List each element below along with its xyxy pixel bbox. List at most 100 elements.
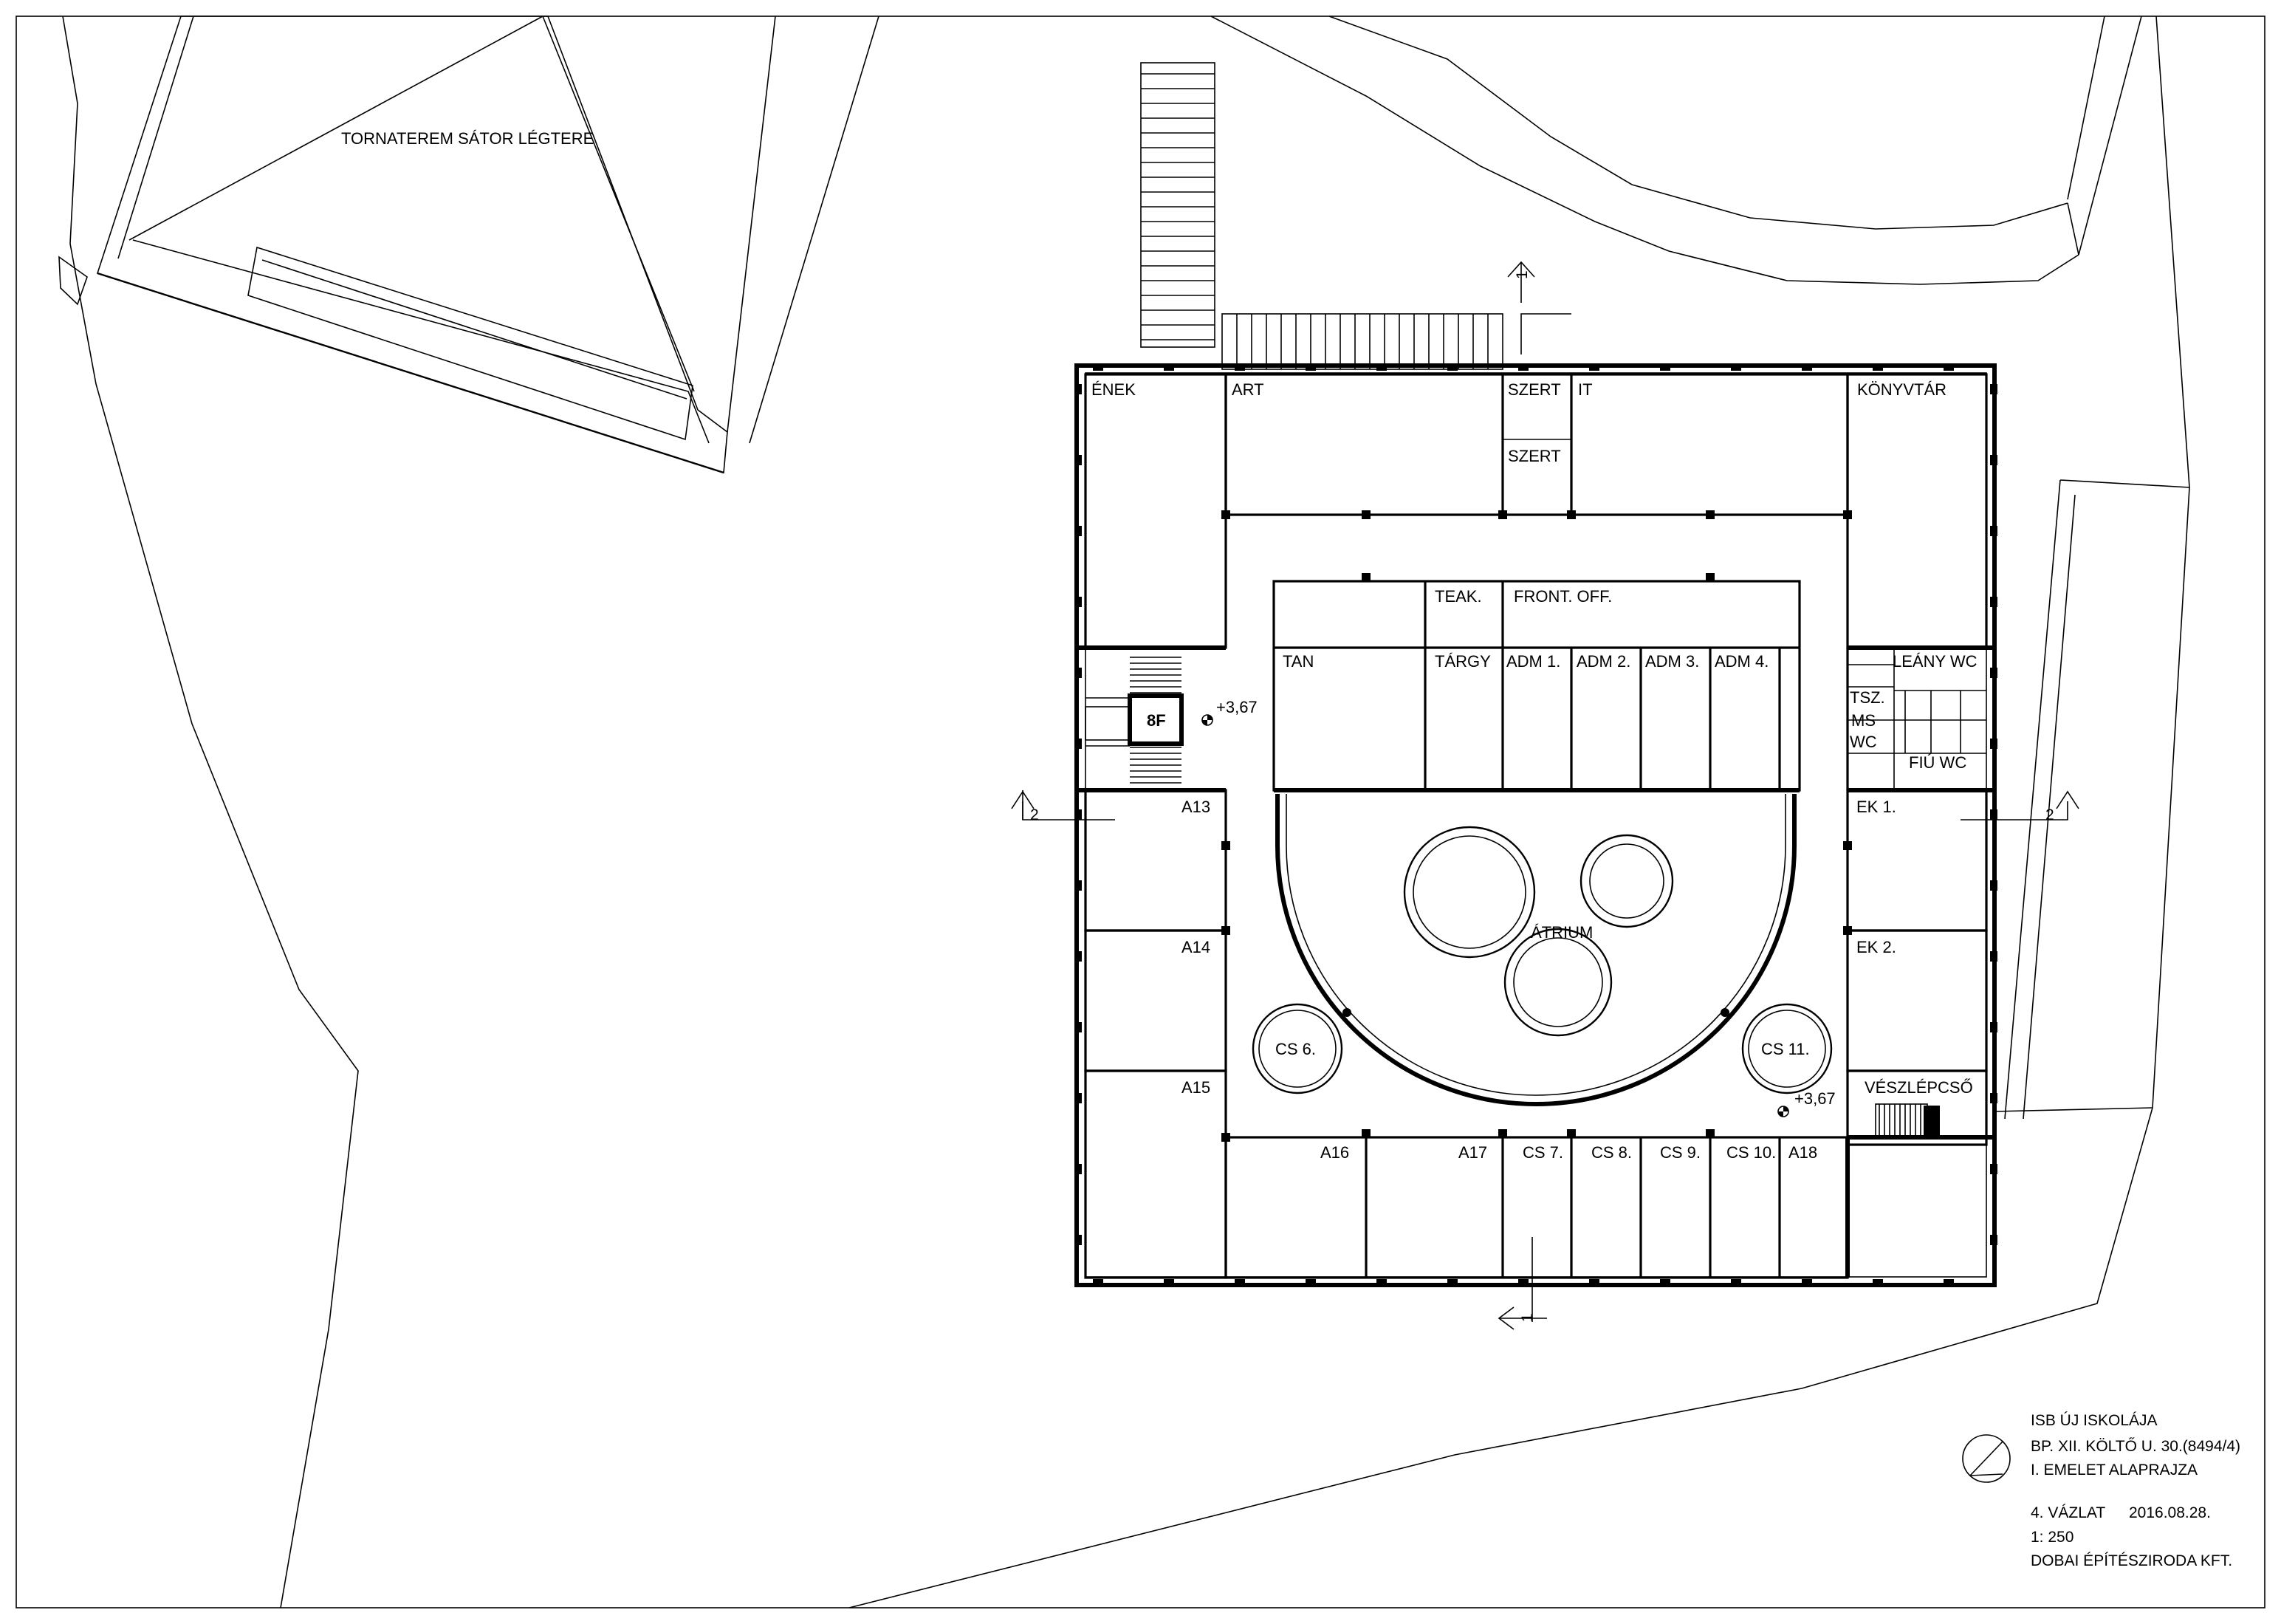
facade-column [1990,1164,1997,1174]
west-wing [1078,373,1227,1279]
facade-column [1990,809,1997,820]
column [1221,510,1230,519]
facade-column [1589,363,1599,371]
facade-column [1074,1235,1082,1245]
tb-date: 2016.08.28. [2129,1504,2211,1521]
room-it: IT [1578,380,1593,399]
facade-column [1235,1279,1245,1286]
facade-column [1074,455,1082,465]
section-1-bottom-label: 1 [1519,1313,1536,1322]
level-marker-east [1777,1106,1789,1117]
facade-column [1589,1279,1599,1286]
tb-office: DOBAI ÉPÍTÉSZIRODA KFT. [2031,1552,2232,1569]
column [1221,926,1230,935]
facade-column [1376,363,1387,371]
gym-tent-label: TORNATEREM SÁTOR LÉGTERE [341,129,594,148]
tb-drawing: I. EMELET ALAPRAJZA [2031,1462,2198,1479]
room-a14: A14 [1181,938,1210,956]
room-adm4: ADM 4. [1715,652,1769,671]
facade-column [1164,1279,1174,1286]
facade-column [1074,597,1082,607]
column [1706,1129,1715,1138]
room-cs8: CS 8. [1591,1143,1632,1162]
facade-column [1731,363,1741,371]
column [1843,510,1852,519]
column [1706,510,1715,519]
room-leany-wc: LEÁNY WC [1893,652,1978,671]
facade-column [1074,1022,1082,1032]
emergency-stair-steps [1879,1104,1921,1137]
room-veszlepcso: VÉSZLÉPCSŐ [1865,1078,1973,1097]
level-marker-west [1201,714,1213,726]
facade-column [1990,668,1997,678]
facade-column [1376,1279,1387,1286]
section-1-top [1507,261,1571,354]
facade-columns [1074,363,1997,1286]
room-tsz: TSZ. [1850,688,1885,707]
column [1221,1133,1230,1142]
room-ek1: EK 1. [1856,798,1896,816]
facade-column [1074,951,1082,962]
facade-column [1074,526,1082,536]
room-ms: MS [1851,711,1876,730]
facade-column [1447,1279,1458,1286]
section-2-right [1961,790,2079,820]
room-cs9: CS 9. [1660,1143,1701,1162]
south-wing [1224,1136,1850,1279]
gym-tent [58,16,879,474]
facade-column [1074,809,1082,820]
west-stair-and-lift [1085,693,1184,747]
facade-column [1990,597,1997,607]
room-adm2: ADM 2. [1577,652,1630,671]
room-a16: A16 [1320,1143,1349,1162]
tb-sketch: 4. VÁZLAT [2031,1504,2105,1521]
site-boundary-right [848,16,2190,1608]
facade-column [1074,1093,1082,1103]
road-curve [1210,16,2142,285]
central-admin-block [1272,580,1801,792]
east-ramp [2059,479,2190,488]
inner-columns [1221,510,1852,1142]
facade-column [1074,739,1082,749]
facade-column [1235,363,1245,371]
room-cs10: CS 10. [1726,1143,1776,1162]
atrium [1252,794,1833,1106]
north-arrow [1962,1434,2011,1483]
room-art: ART [1232,380,1264,399]
facade-column [1074,1164,1082,1174]
title-block: ISB ÚJ ISKOLÁJA BP. XII. KÖLTŐ U. 30.(84… [2031,1412,2240,1569]
facade-column [1873,363,1883,371]
building-inner-facade [1085,372,1987,1278]
room-a17: A17 [1458,1143,1487,1162]
room-wc: WC [1850,733,1877,751]
facade-column [1093,363,1103,371]
section-2-left-label: 2 [1030,806,1039,823]
level-east: +3,67 [1794,1089,1836,1108]
facade-column [1873,1279,1883,1286]
facade-column [1074,668,1082,678]
section-1-top-label: 1 [1514,270,1531,279]
section-2-left [1011,790,1115,820]
tb-scale: 1: 250 [2031,1529,2074,1546]
west-stair-steps [1130,657,1181,784]
facade-column [1731,1279,1741,1286]
tb-project: ISB ÚJ ISKOLÁJA [2031,1412,2158,1429]
facade-column [1164,363,1174,371]
facade-column [1990,739,1997,749]
facade-column [1447,363,1458,371]
facade-column [1093,1279,1103,1286]
room-teak: TEAK. [1435,587,1482,606]
site-boundary-left [62,16,359,1608]
building-outline [1074,363,1997,1287]
facade-column [1990,1022,1997,1032]
facade-column [1990,384,1997,394]
section-1-bottom [1498,1237,1547,1330]
level-west: +3,67 [1216,698,1258,716]
facade-column [1074,384,1082,394]
emergency-stair [1875,1103,1940,1138]
room-targy: TÁRGY [1435,652,1491,671]
room-konyvtar: KÖNYVTÁR [1857,380,1946,399]
column [1362,573,1371,582]
column [1567,510,1576,519]
